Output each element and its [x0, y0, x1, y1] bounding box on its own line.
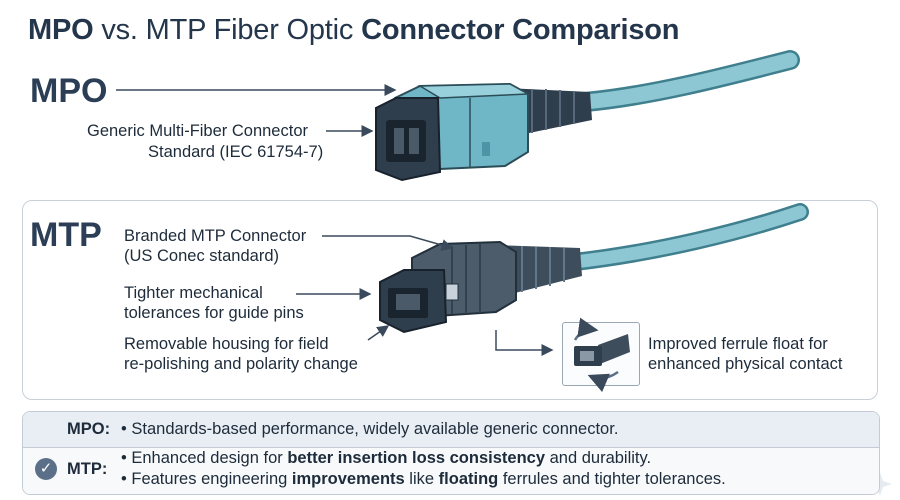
- mtp-line2-b: improvements: [291, 470, 405, 488]
- mtp-note-3-line2: re-polishing and polarity change: [124, 355, 358, 373]
- summary-mpo-sentence: Standards-based performance, widely avai…: [131, 420, 619, 438]
- mtp-line2-e: ferrules and tighter tolerances.: [502, 470, 726, 488]
- arrow-mtp-branded: [322, 235, 454, 251]
- mpo-connector-illustration: [375, 50, 800, 182]
- mtp-note-1-line1: Branded MTP Connector: [124, 227, 307, 245]
- sparkle-icon: [868, 472, 892, 496]
- summary-mtp-label: MTP:: [67, 460, 108, 478]
- mtp-note-1-line2: (US Conec standard): [124, 247, 279, 265]
- title-vs: vs. MTP Fiber Optic: [101, 14, 354, 46]
- mtp-note-3-line1: Removable housing for field: [124, 335, 329, 353]
- check-circle-icon: ✓: [35, 458, 57, 480]
- summary-bullet: •: [121, 470, 127, 488]
- summary-mpo-text: • Standards-based performance, widely av…: [121, 420, 618, 439]
- mpo-note-line1: Generic Multi-Fiber Connector: [87, 122, 308, 140]
- mtp-note-2-line1: Tighter mechanical: [124, 284, 263, 302]
- title-mpo: MPO: [28, 14, 94, 46]
- mtp-connector-illustration: [379, 203, 809, 334]
- summary-mtp-line2: • Features engineering improvements like…: [121, 470, 726, 489]
- mpo-note-line2: Standard (IEC 61754-7): [148, 143, 324, 161]
- mtp-line2-c: like: [409, 470, 435, 488]
- summary-mtp-line1: • Enhanced design for better insertion l…: [121, 449, 651, 468]
- mtp-section-label: MTP: [30, 216, 102, 254]
- summary-row-mpo: MPO: • Standards-based performance, wide…: [23, 412, 879, 448]
- mtp-line2-a: Features engineering: [131, 470, 288, 488]
- mpo-section-label: MPO: [30, 72, 108, 110]
- summary-table: MPO: • Standards-based performance, wide…: [22, 411, 880, 495]
- summary-mpo-label: MPO:: [67, 420, 111, 438]
- summary-bullet: •: [121, 449, 127, 467]
- summary-bullet: •: [121, 420, 127, 438]
- title-comparison: Connector Comparison: [361, 14, 680, 46]
- mtp-line1-b: better insertion loss consistency: [287, 449, 546, 467]
- page-title: MPO vs. MTP Fiber Optic Connector Compar…: [28, 14, 680, 47]
- ferrule-float-mini-connector: [573, 317, 630, 393]
- mtp-line1-c: and durability.: [549, 449, 652, 467]
- mtp-note-4-line2: enhanced physical contact: [648, 355, 843, 373]
- arrow-mtp-ferrule: [495, 330, 554, 356]
- leader-arrows: [116, 84, 554, 356]
- mtp-note-2-line2: tolerances for guide pins: [124, 304, 304, 322]
- mtp-line2-d: floating: [438, 470, 499, 488]
- mtp-line1-a: Enhanced design for: [131, 449, 283, 467]
- mtp-note-4-line1: Improved ferrule float for: [648, 335, 828, 353]
- arrow-mtp-housing: [367, 325, 390, 341]
- summary-row-mtp: ✓ MTP: • Enhanced design for better inse…: [23, 448, 879, 494]
